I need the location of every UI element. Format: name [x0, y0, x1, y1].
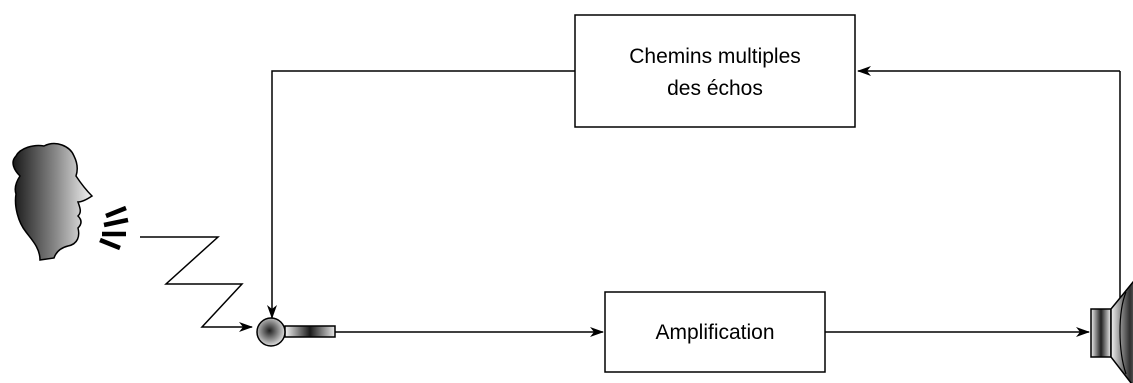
amplification-label: Amplification — [655, 321, 774, 344]
zigzag-sound-arrow — [140, 236, 253, 332]
head-silhouette — [12, 142, 94, 261]
echo-paths-label-line1: Chemins multiples — [629, 45, 801, 68]
loudspeaker-icon — [1090, 280, 1133, 383]
echo-output-arrow-to-mic — [267, 70, 575, 319]
loudspeaker-magnet — [1090, 308, 1112, 358]
amplification-block: Amplification — [604, 291, 826, 373]
microphone-head — [256, 317, 286, 347]
echo-paths-block: Chemins multiples des échos — [574, 14, 856, 128]
amplification-box — [604, 291, 826, 373]
loudspeaker-cone-rim — [1119, 291, 1127, 375]
microphone-icon — [256, 317, 336, 347]
speech-line-1 — [105, 205, 127, 219]
speech-line-2 — [103, 217, 129, 228]
echo-paths-label-line2: des échos — [667, 77, 763, 100]
loudspeaker-cone — [1110, 280, 1133, 383]
speech-line-4 — [99, 237, 121, 251]
person-talking-icon — [12, 142, 129, 261]
microphone-handle — [284, 325, 336, 338]
speech-lines — [99, 205, 129, 251]
echo-paths-box — [574, 14, 856, 128]
